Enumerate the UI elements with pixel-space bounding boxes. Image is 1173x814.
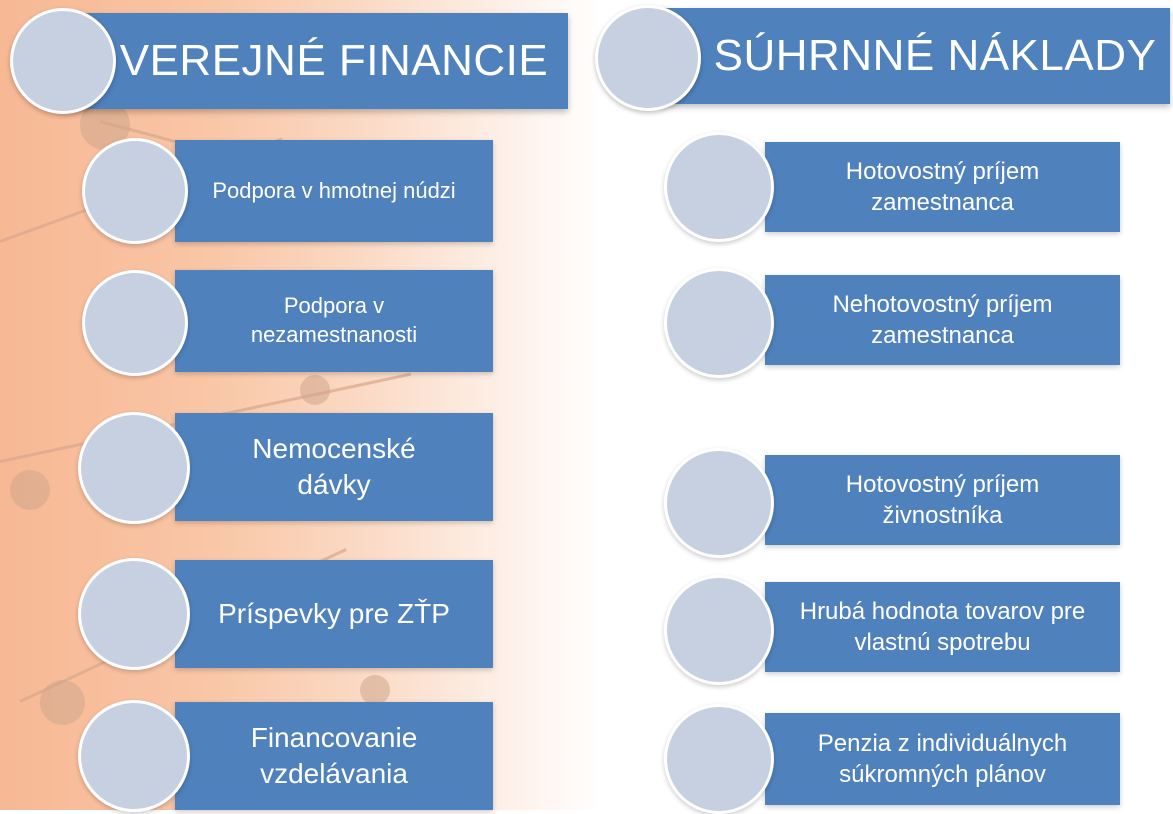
left-header-title: VEREJNÉ FINANCIE [119, 36, 549, 85]
left-item-4-label: Príspevky pre ZŤP [218, 597, 450, 629]
left-item-1-circle [82, 138, 188, 244]
right-header-title: SÚHRNNÉ NÁKLADY [713, 31, 1157, 80]
left-item-1: Podpora v hmotnej núdzi [175, 140, 493, 242]
right-header: SÚHRNNÉ NÁKLADY [660, 8, 1170, 104]
right-item-1-label: Hotovostný príjem zamestnanca [845, 157, 1040, 216]
left-item-5: Financovanie vzdelávania [175, 702, 493, 810]
right-item-4: Hrubá hodnota tovarov pre vlastnú spotre… [765, 582, 1120, 672]
right-item-2-circle [664, 268, 774, 378]
left-item-4-circle [78, 558, 190, 670]
right-item-3: Hotovostný príjem živnostníka [765, 455, 1120, 545]
left-item-2-label: Podpora v nezamestnanosti [250, 293, 418, 347]
right-item-2-label: Nehotovostný príjem zamestnanca [832, 290, 1053, 349]
background-people-network [0, 0, 600, 810]
right-item-3-label: Hotovostný príjem živnostníka [845, 470, 1040, 529]
left-header: VEREJNÉ FINANCIE [60, 13, 568, 109]
right-item-4-label: Hrubá hodnota tovarov pre vlastnú spotre… [799, 597, 1086, 656]
left-item-3-label: Nemocenské dávky [252, 432, 416, 500]
right-item-5-label: Penzia z individuálnych súkromných pláno… [817, 729, 1068, 788]
left-item-1-label: Podpora v hmotnej núdzi [212, 177, 456, 203]
right-item-4-circle [664, 575, 774, 685]
right-item-3-circle [664, 448, 774, 558]
left-item-5-label: Financovanie vzdelávania [250, 721, 418, 789]
left-item-5-circle [78, 700, 190, 812]
right-header-circle [595, 5, 701, 111]
left-item-2-circle [82, 270, 188, 376]
right-item-1: Hotovostný príjem zamestnanca [765, 142, 1120, 232]
right-item-1-circle [664, 132, 774, 242]
left-item-3-circle [78, 412, 190, 524]
right-item-2: Nehotovostný príjem zamestnanca [765, 275, 1120, 365]
right-item-5: Penzia z individuálnych súkromných pláno… [765, 713, 1120, 805]
left-item-4: Príspevky pre ZŤP [175, 560, 493, 668]
left-item-2: Podpora v nezamestnanosti [175, 270, 493, 372]
left-header-circle [10, 8, 116, 114]
right-item-5-circle [664, 704, 774, 814]
left-item-3: Nemocenské dávky [175, 413, 493, 521]
